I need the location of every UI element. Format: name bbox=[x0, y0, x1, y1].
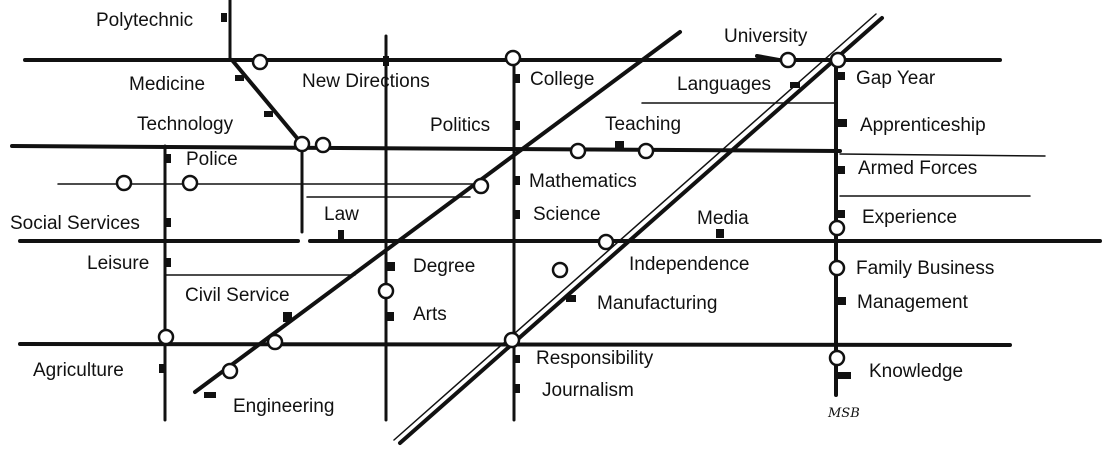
interchange-circle bbox=[779, 51, 797, 69]
label-engineering: Engineering bbox=[233, 396, 334, 417]
label-arts: Arts bbox=[413, 304, 447, 325]
interchange-circle bbox=[251, 53, 269, 71]
station-tick bbox=[383, 56, 389, 66]
station-tick bbox=[204, 392, 216, 398]
label-science: Science bbox=[533, 204, 601, 225]
label-languages: Languages bbox=[677, 74, 771, 95]
interchange-circle bbox=[504, 49, 522, 67]
station-tick bbox=[159, 364, 166, 373]
station-tick bbox=[838, 119, 847, 127]
label-medicine: Medicine bbox=[129, 74, 205, 95]
interchange-circle bbox=[569, 142, 587, 160]
station-tick bbox=[235, 75, 244, 81]
station-tick bbox=[338, 230, 344, 240]
interchange-circle bbox=[181, 174, 199, 192]
label-media: Media bbox=[697, 208, 749, 229]
label-social-services: Social Services bbox=[10, 213, 140, 234]
label-family-business: Family Business bbox=[856, 258, 994, 279]
interchanges bbox=[115, 49, 847, 380]
label-civil-service: Civil Service bbox=[185, 285, 290, 306]
station-tick bbox=[514, 74, 520, 83]
station-tick bbox=[790, 82, 800, 88]
label-apprenticeship: Apprenticeship bbox=[860, 115, 986, 136]
station-tick bbox=[838, 372, 851, 379]
label-responsibility: Responsibility bbox=[536, 348, 654, 369]
label-politics: Politics bbox=[430, 115, 490, 136]
label-degree: Degree bbox=[413, 256, 475, 277]
interchange-circle bbox=[637, 142, 655, 160]
label-law: Law bbox=[324, 204, 359, 225]
station-tick bbox=[514, 176, 520, 185]
label-manufacturing: Manufacturing bbox=[597, 293, 717, 314]
station-tick bbox=[838, 166, 845, 174]
label-mathematics: Mathematics bbox=[529, 171, 637, 192]
interchange-circle bbox=[157, 328, 175, 346]
station-tick bbox=[615, 141, 624, 150]
station-tick bbox=[387, 312, 394, 321]
station-tick bbox=[716, 229, 724, 238]
interchange-circle bbox=[551, 261, 569, 279]
label-independence: Independence bbox=[629, 254, 749, 275]
station-tick bbox=[566, 295, 576, 302]
interchange-circle bbox=[377, 282, 395, 300]
interchange-circle bbox=[828, 349, 846, 367]
station-tick bbox=[283, 312, 292, 322]
station-tick bbox=[514, 210, 520, 219]
station-tick bbox=[514, 384, 520, 393]
label-university: University bbox=[724, 26, 808, 47]
label-teaching: Teaching bbox=[605, 114, 681, 135]
interchange-circle bbox=[503, 331, 521, 349]
line-diagonal-right bbox=[398, 16, 884, 445]
interchange-circle bbox=[314, 136, 332, 154]
label-gap-year: Gap Year bbox=[856, 68, 936, 89]
label-armed-forces: Armed Forces bbox=[858, 158, 977, 179]
interchange-circle bbox=[266, 333, 284, 351]
interchange-circle bbox=[472, 177, 490, 195]
interchange-circle bbox=[597, 233, 615, 251]
station-tick bbox=[264, 111, 273, 117]
label-experience: Experience bbox=[862, 207, 957, 228]
station-tick bbox=[387, 262, 395, 271]
line-diagonal-left bbox=[193, 30, 682, 394]
station-tick bbox=[514, 355, 520, 363]
interchange-circle bbox=[221, 362, 239, 380]
label-new-directions: New Directions bbox=[302, 71, 430, 92]
station-tick bbox=[838, 297, 846, 305]
interchange-circle bbox=[828, 219, 846, 237]
interchange-circle bbox=[828, 259, 846, 277]
line-right-upper bbox=[839, 153, 1046, 157]
label-management: Management bbox=[857, 292, 969, 313]
station-tick bbox=[837, 72, 845, 80]
line-teaching bbox=[10, 144, 842, 153]
label-knowledge: Knowledge bbox=[869, 361, 963, 382]
station-tick bbox=[221, 13, 227, 22]
label-polytechnic: Polytechnic bbox=[96, 10, 193, 31]
label-leisure: Leisure bbox=[87, 253, 149, 274]
station-tick bbox=[514, 121, 520, 130]
line-diagonal-right-inner bbox=[393, 13, 877, 441]
interchange-circle bbox=[829, 51, 847, 69]
station-tick bbox=[165, 258, 171, 267]
label-agriculture: Agriculture bbox=[33, 360, 124, 381]
label-college: College bbox=[530, 69, 594, 90]
line-technology bbox=[230, 58, 304, 146]
station-tick bbox=[165, 154, 171, 163]
label-journalism: Journalism bbox=[542, 380, 634, 401]
station-tick bbox=[838, 210, 845, 218]
signature: MSB bbox=[827, 406, 860, 421]
station-labels: Polytechnic Medicine New Directions Tech… bbox=[10, 10, 994, 421]
interchange-circle bbox=[293, 135, 311, 153]
label-police: Police bbox=[186, 149, 238, 170]
station-tick bbox=[165, 218, 171, 227]
interchange-circle bbox=[115, 174, 133, 192]
station-ticks bbox=[159, 13, 851, 398]
label-technology: Technology bbox=[137, 114, 234, 135]
